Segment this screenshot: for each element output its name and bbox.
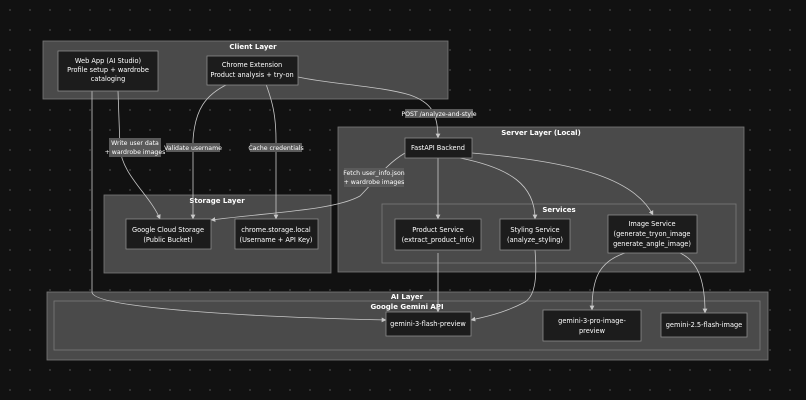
edge-label-validate: Validate username [164,143,222,152]
edge-extension-to-gcs [190,83,229,220]
node-chrome-storage-local: chrome.storage.local (Username + API Key… [234,218,319,250]
node-gemini-2-5-flash-image: gemini-2.5-flash-image [660,312,748,338]
node-product-service: Product Service (extract_product_info) [394,218,482,251]
cluster-title-ai: AI Layer [391,293,424,301]
edge-label-post-line1: POST /analyze-and-style [401,111,476,118]
node-image-service: Image Service (generate_tryon_image gene… [607,214,698,254]
cluster-title-client: Client Layer [229,43,277,51]
node-chrome-extension: Chrome Extension Product analysis + try-… [206,55,299,86]
edge-backend-to-image-service [471,152,654,216]
edge-label-fetch: Fetch user_info.json + wardrobe images [343,168,405,187]
node-styling-service: Styling Service (analyze_styling) [499,218,571,251]
node-web-app-line1: Web App (AI Studio) [75,57,141,65]
node-gcs-line2: (Public Bucket) [143,236,192,244]
cluster-title-storage: Storage Layer [189,197,245,205]
node-web-app-line3: cataloging [91,75,126,83]
cluster-title-server: Server Layer (Local) [501,129,581,137]
node-image-service-line3: generate_angle_image) [613,240,691,248]
node-gemini-3-flash-preview: gemini-3-flash-preview [385,311,472,337]
node-styling-service-line1: Styling Service [510,226,559,234]
edge-label-fetch-line2: + wardrobe images [344,179,405,186]
edge-label-write-user: Write user data + wardrobe images [105,138,166,157]
node-product-service-line1: Product Service [412,226,464,234]
node-web-app-line2: Profile setup + wardrobe [67,66,149,74]
edge-webapp-to-flash-preview [91,91,387,323]
node-pro-image-line2: preview [579,327,606,335]
node-fastapi-backend: FastAPI Backend [404,137,473,159]
edge-image-to-pro-image [589,252,626,311]
node-flash-image-line1: gemini-2.5-flash-image [666,321,742,329]
node-google-cloud-storage: Google Cloud Storage (Public Bucket) [125,218,212,250]
cluster-title-services: Services [542,206,575,214]
edge-backend-to-styling-service [459,157,538,220]
edge-label-write-line2: + wardrobe images [105,149,166,156]
edge-label-write-line1: Write user data [111,140,159,147]
edge-styling-to-flash-preview [470,249,537,322]
edge-label-fetch-line1: Fetch user_info.json [343,170,405,177]
node-fastapi-line1: FastAPI Backend [411,144,465,152]
node-chrome-extension-line1: Chrome Extension [222,61,282,69]
node-flash-preview-line1: gemini-3-flash-preview [390,320,466,328]
node-chrome-storage-line1: chrome.storage.local [241,226,311,234]
node-pro-image-line1: gemini-3-pro-image- [558,317,626,325]
node-gemini-3-pro-image-preview: gemini-3-pro-image- preview [542,309,642,342]
node-chrome-extension-line2: Product analysis + try-on [210,71,293,79]
edge-label-cache: Cache credentials [248,143,304,152]
node-product-service-line2: (extract_product_info) [402,236,475,244]
node-gcs-line1: Google Cloud Storage [132,226,204,234]
node-styling-service-line2: (analyze_styling) [507,236,563,244]
edge-extension-to-chrome-storage [265,83,279,220]
edge-label-cache-line1: Cache credentials [248,145,303,152]
node-image-service-line1: Image Service [628,220,675,228]
node-image-service-line2: (generate_tryon_image [614,230,691,238]
cluster-title-gemini: Google Gemini API [370,303,443,311]
edge-label-post: POST /analyze-and-style [401,109,477,118]
edge-label-validate-line1: Validate username [164,145,222,152]
node-web-app: Web App (AI Studio) Profile setup + ward… [57,50,159,92]
node-chrome-storage-line2: (Username + API Key) [240,236,313,244]
edge-image-to-flash-image [679,252,708,314]
